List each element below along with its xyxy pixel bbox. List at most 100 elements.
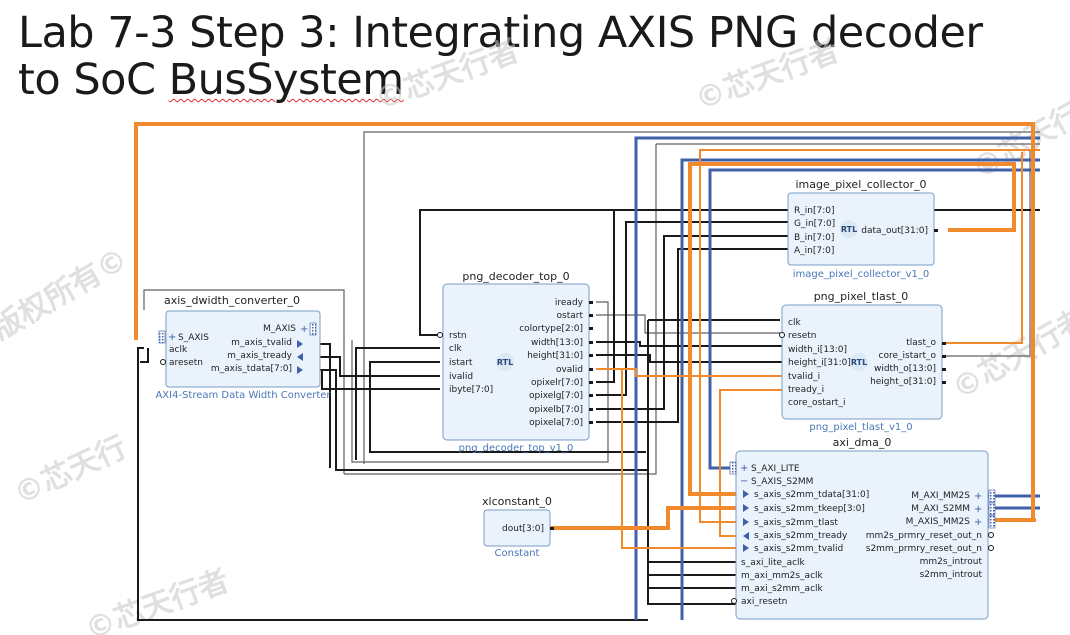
input-arrow-icon [743,544,749,552]
plus-icon: + [300,324,308,335]
wire [596,314,780,334]
block-name: png_pixel_tlast_0 [814,290,909,303]
port-stub [589,314,593,317]
title-bussystem-word: BusSystem [168,55,405,105]
port-label: S_AXIS_S2MM [751,477,813,487]
port-label: istart [449,358,473,368]
input-arrow-icon [743,490,749,498]
block-name: image_pixel_collector_0 [795,178,926,191]
port-label: s2mm_prmry_reset_out_n [866,544,982,554]
port-label: s_axi_lite_aclk [741,558,806,568]
port-stub [589,341,593,344]
wire [944,152,1023,344]
port-label: iready [555,298,584,308]
port-label: height_o[31:0] [870,377,936,387]
rtl-badge-icon [840,220,858,238]
wire [321,370,440,390]
port-label: G_in[7:0] [794,219,835,229]
block-axis-dwidth-converter[interactable]: axis_dwidth_converter_0 + S_AXIS aclk ar… [155,294,331,401]
minus-icon: − [740,476,748,487]
block-name: axi_dma_0 [833,436,892,449]
port-label: aclk [169,345,188,355]
port-stub [589,368,593,371]
active-low-port-icon [779,332,785,338]
block-caption: AXI4-Stream Data Width Converter [155,390,331,401]
port-stub [589,408,593,411]
block-axi-dma[interactable]: axi_dma_0 + S_AXI_LITE − S_AXIS_S2MM s_a… [729,436,996,620]
plus-icon: + [974,491,982,502]
wire [344,466,657,475]
bus-port-marker [988,515,996,529]
wire [355,347,440,460]
rtl-badge-icon [850,353,868,371]
port-label: clk [449,344,462,354]
port-label: data_out[31:0] [861,226,928,236]
active-low-port-icon [731,598,737,604]
bus [708,168,1040,470]
watermark: ©芯天行者 [947,302,1070,407]
block-png-decoder-top[interactable]: png_decoder_top_0 rstn clk istart ivalid… [437,270,590,454]
slide-title: Lab 7-3 Step 3: Integrating AXIS PNG dec… [18,10,983,104]
title-line-1: Lab 7-3 Step 3: Integrating AXIS PNG dec… [18,8,983,58]
block-name: png_decoder_top_0 [462,270,569,283]
port-stub [589,394,593,397]
port-stub [589,327,593,330]
wire [351,301,609,463]
bus [680,158,1040,620]
wire [944,150,1031,357]
port-label: tvalid_i [788,372,820,382]
wire [596,341,788,347]
port-label: M_AXI_S2MM [911,504,970,514]
wire [596,354,788,363]
block-xlconstant[interactable]: xlconstant_0 dout[3:0] Constant [482,495,552,559]
output-arrow-icon [297,340,303,348]
port-label: width_o[13:0] [874,364,936,374]
wire [320,369,648,471]
rtl-badge: RTL [497,358,513,367]
port-label: S_AXI_LITE [751,464,800,474]
port-label: colortype[2:0] [519,324,583,334]
port-label: tready_i [788,385,824,395]
port-label: s_axis_s2mm_tlast [754,518,838,528]
active-low-port-icon [988,532,994,538]
bus [134,122,1035,520]
block-png-pixel-tlast[interactable]: png_pixel_tlast_0 clk resetn width_i[13:… [779,290,943,433]
port-label: ivalid [449,372,473,382]
rtl-badge: RTL [841,225,857,234]
port-label: ibyte[7:0] [449,385,493,395]
port-label: m_axis_tdata[7:0] [211,364,292,374]
wire [320,356,440,377]
watermark: ©芯天行 [9,430,133,512]
port-label: m_axi_mm2s_aclk [741,571,824,581]
active-low-port-icon [160,359,166,365]
port-stubs [550,229,946,530]
wire [144,348,149,363]
port-label: tlast_o [906,338,936,348]
port-label: width[13:0] [531,338,583,348]
wire [137,347,648,621]
wire [647,320,736,605]
port-stub [589,354,593,357]
block-name: axis_dwidth_converter_0 [164,294,300,307]
block-image-pixel-collector[interactable]: image_pixel_collector_0 R_in[7:0] G_in[7… [787,178,935,280]
port-label: mm2s_prmry_reset_out_n [866,531,982,541]
plus-icon: + [740,463,748,474]
port-label: S_AXIS [178,333,209,343]
block-caption: Constant [495,548,540,559]
bus-port-marker [729,461,737,475]
port-label: m_axis_tready [227,351,293,361]
wire [363,131,1040,464]
port-label: s_axis_s2mm_tkeep[3:0] [754,504,865,514]
plus-icon: + [974,517,982,528]
port-label: opixela[7:0] [529,418,583,428]
active-low-port-icon [988,545,994,551]
bus-port-marker [158,330,166,344]
bus [688,162,1016,496]
active-low-port-icon [437,332,443,338]
bus [634,136,1040,620]
wire [596,368,788,377]
port-label: m_axi_s2mm_aclk [741,584,824,594]
input-arrow-icon [297,353,303,361]
wire [596,235,788,410]
